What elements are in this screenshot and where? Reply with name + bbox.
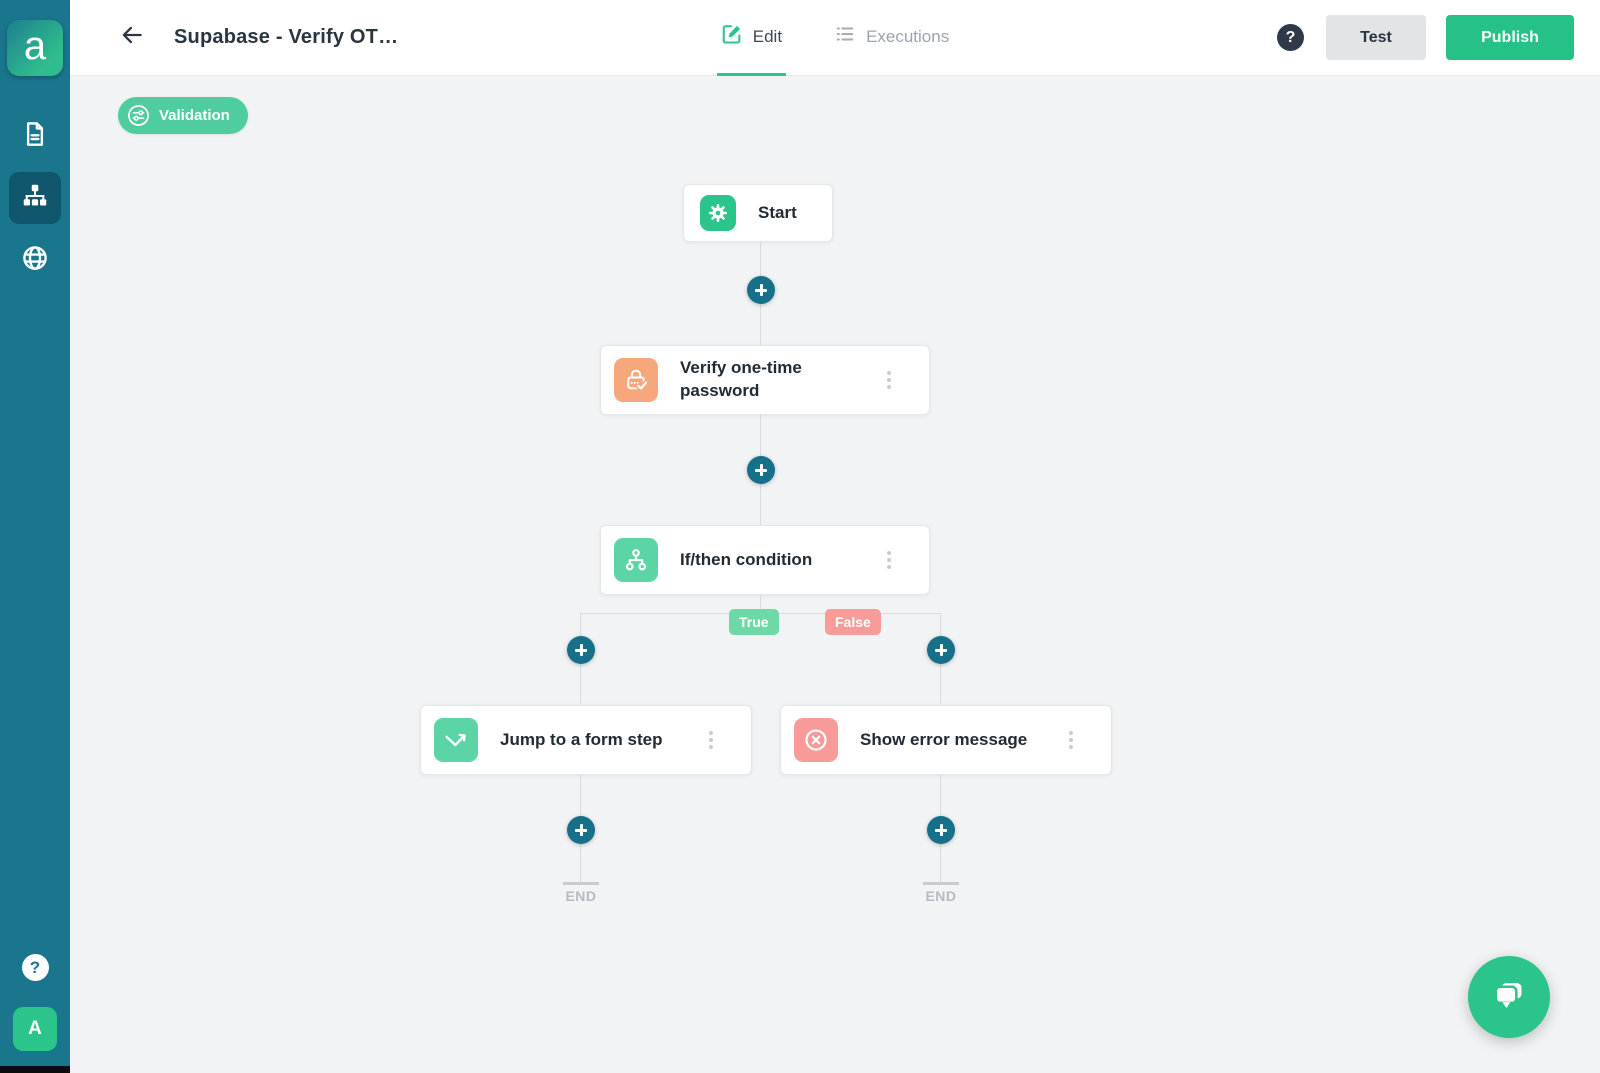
add-step-button-true-end[interactable]	[567, 816, 595, 844]
edit-pencil-icon	[721, 23, 743, 50]
tab-edit[interactable]: Edit	[716, 0, 787, 76]
end-terminal-label-left: END	[565, 888, 597, 904]
error-circle-icon	[794, 718, 838, 762]
add-step-button-false[interactable]	[927, 636, 955, 664]
lock-check-icon	[614, 358, 658, 402]
header-actions: ? Test Publish	[1277, 15, 1574, 60]
add-step-button-2[interactable]	[747, 456, 775, 484]
node-if-then-label: If/then condition	[680, 549, 813, 569]
sitemap-icon	[20, 181, 50, 216]
node-verify-otp-label: Verify one-time password	[680, 358, 802, 400]
connector-ifthen-branch	[760, 595, 761, 613]
chat-bubbles-icon	[1487, 977, 1531, 1017]
header-tabs: Edit Executions	[70, 0, 1600, 76]
sidebar-item-domains[interactable]	[9, 234, 61, 286]
validation-badge[interactable]: Validation	[118, 97, 248, 134]
node-verify-otp-menu[interactable]	[883, 367, 895, 393]
add-step-button-false-end[interactable]	[927, 816, 955, 844]
node-verify-otp[interactable]: Verify one-time password	[600, 345, 930, 415]
node-show-error-label: Show error message	[860, 729, 1028, 749]
sidebar-item-flows[interactable]	[9, 172, 61, 224]
end-terminal-bar-left	[563, 882, 599, 885]
end-terminal-bar-right	[923, 882, 959, 885]
validation-badge-label: Validation	[159, 107, 230, 124]
node-jump-step-menu[interactable]	[705, 727, 717, 753]
gear-icon	[700, 195, 736, 231]
flow-title: Supabase - Verify OT…	[174, 26, 399, 48]
window-bottom-edge	[0, 1066, 70, 1073]
tab-executions[interactable]: Executions	[830, 0, 953, 76]
header: Supabase - Verify OT… Edit Executions	[70, 0, 1600, 76]
node-if-then[interactable]: If/then condition	[600, 525, 930, 595]
jump-arrow-icon	[434, 718, 478, 762]
end-terminal-label-right: END	[925, 888, 957, 904]
branch-true-badge: True	[729, 609, 779, 635]
sidebar-help-button[interactable]: ?	[21, 954, 49, 981]
node-show-error[interactable]: Show error message	[780, 705, 1112, 775]
branch-false-badge: False	[825, 609, 881, 635]
executions-list-icon	[834, 23, 856, 50]
node-if-then-menu[interactable]	[883, 547, 895, 573]
add-step-button-true[interactable]	[567, 636, 595, 664]
flow-canvas[interactable]: Validation	[70, 76, 1600, 1073]
help-button[interactable]: ?	[1277, 24, 1304, 51]
node-show-error-menu[interactable]	[1065, 727, 1077, 753]
tab-edit-label: Edit	[752, 26, 783, 46]
back-button[interactable]	[118, 24, 146, 52]
chat-launcher-button[interactable]	[1468, 956, 1550, 1038]
globe-icon	[20, 243, 50, 278]
app-logo[interactable]: a	[7, 20, 63, 76]
add-step-button-1[interactable]	[747, 276, 775, 304]
test-button[interactable]: Test	[1326, 15, 1426, 60]
document-icon	[20, 119, 50, 154]
publish-button[interactable]: Publish	[1446, 15, 1574, 60]
sidebar-nav	[9, 110, 61, 286]
branch-icon	[614, 538, 658, 582]
node-start[interactable]: Start	[683, 184, 833, 242]
node-start-label: Start	[758, 202, 797, 222]
node-jump-step-label: Jump to a form step	[500, 729, 663, 749]
user-avatar[interactable]: A	[13, 1007, 57, 1051]
node-jump-step[interactable]: Jump to a form step	[420, 705, 752, 775]
tab-executions-label: Executions	[866, 26, 950, 46]
sidebar-item-forms[interactable]	[9, 110, 61, 162]
sidebar: a	[0, 0, 70, 1073]
sliders-icon	[126, 103, 151, 128]
back-arrow-icon	[119, 22, 145, 53]
